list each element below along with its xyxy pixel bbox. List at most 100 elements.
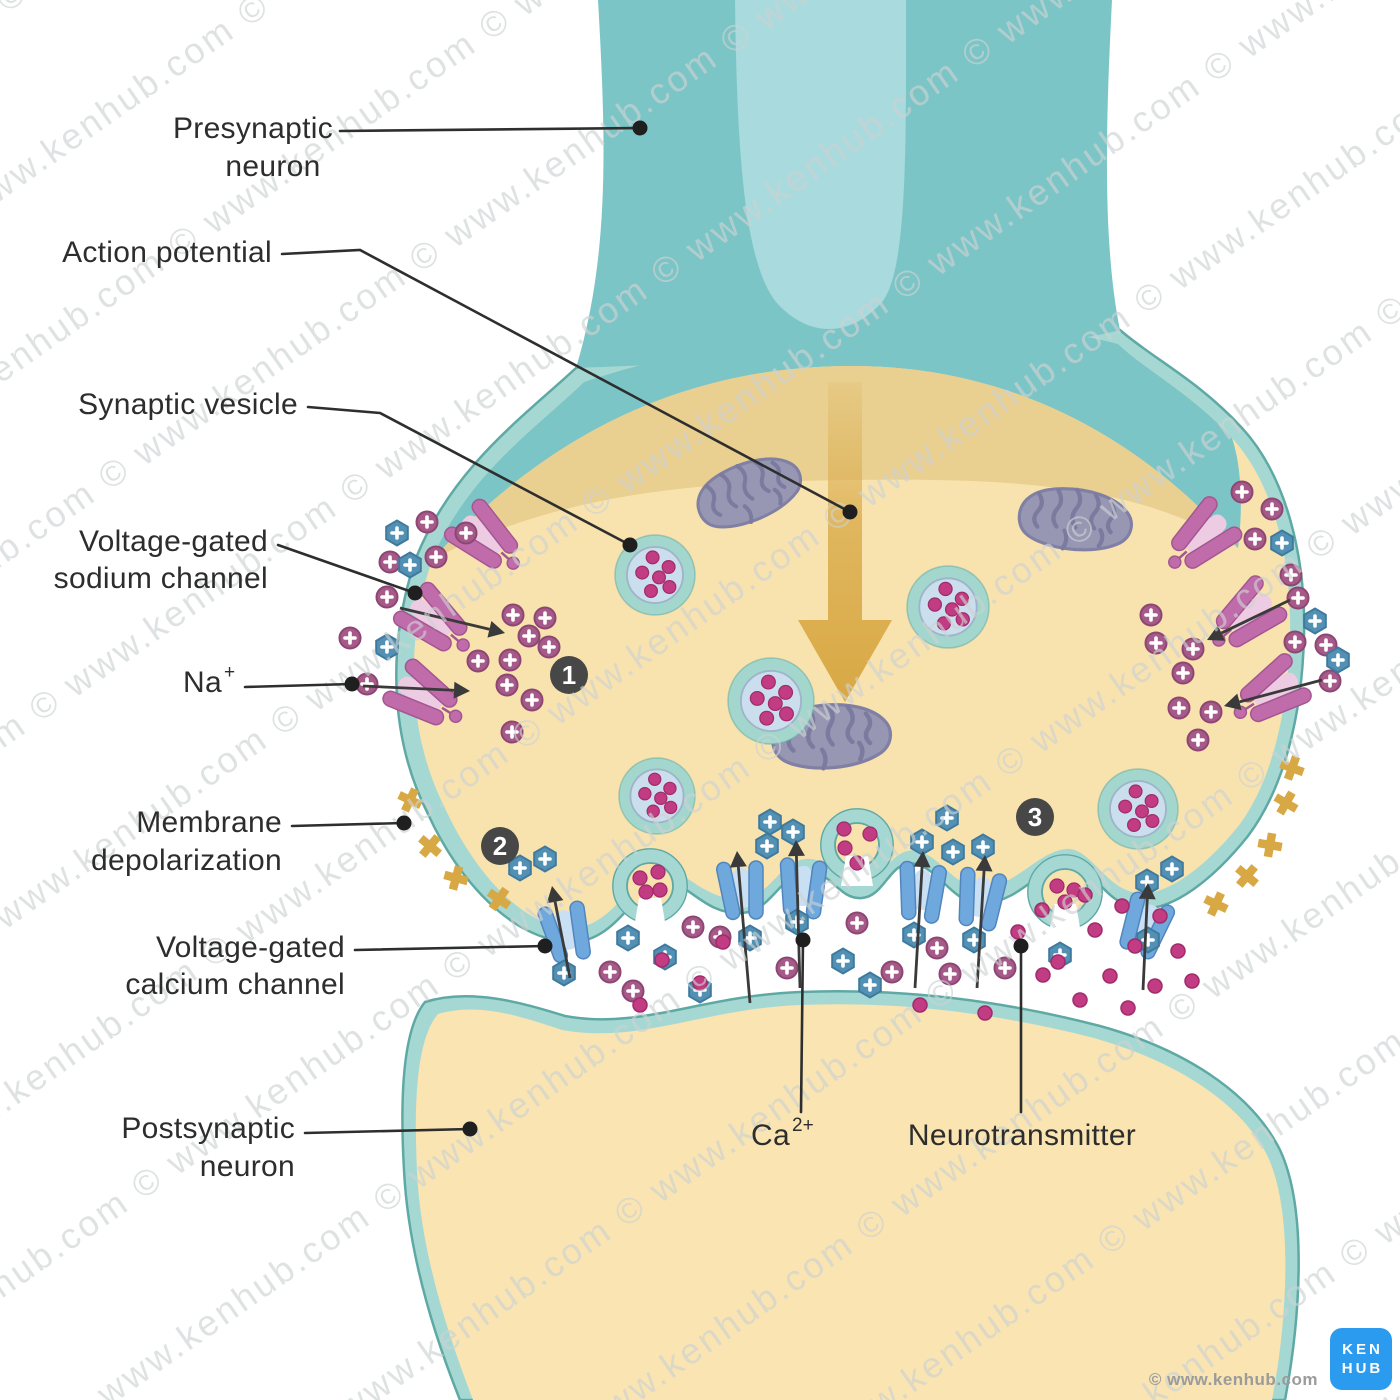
label-synaptic-vesicle: Synaptic vesicle: [78, 388, 298, 421]
sodium-ion-icon: [1139, 603, 1163, 627]
calcium-ion-icon: [533, 845, 557, 873]
neurotransmitter-dot: [1102, 968, 1118, 984]
sodium-ion-icon: [845, 911, 869, 935]
copyright-text: © www.kenhub.com: [1148, 1370, 1318, 1389]
sodium-ion-icon: [621, 979, 645, 1003]
depolarization-cross-icon: [397, 787, 423, 813]
leader-line-na: [243, 676, 360, 692]
depolarization-cross-icon: [443, 865, 469, 891]
sodium-ion-icon: [537, 635, 561, 659]
sodium-ion-icon: [1144, 631, 1168, 655]
neurotransmitter-dot: [1087, 922, 1103, 938]
depolarization-cross-icon: [1203, 891, 1229, 917]
calcium-ion-icon: [971, 833, 995, 861]
depolarization-cross-icon: [1273, 790, 1299, 816]
calcium-ion-icon: [941, 838, 965, 866]
ion-flow-arrow-icon: [913, 851, 931, 989]
mitochondrion: [696, 457, 803, 529]
synaptic-vesicle: [618, 757, 696, 835]
label-ca-sup: 2+: [792, 1115, 814, 1136]
sodium-ion-icon: [498, 648, 522, 672]
sodium-ion-icon: [1199, 700, 1223, 724]
leader-line-synaptic-vesicle: [306, 405, 638, 553]
sodium-ion-icon: [1260, 497, 1284, 521]
leaders-layer: [243, 120, 1029, 1137]
label-presynaptic-neuron-2: neuron: [225, 150, 320, 183]
calcium-ion-icon: [858, 971, 882, 999]
depolarization-cross-icon: [1257, 832, 1283, 858]
calcium-ion-icon: [758, 808, 782, 836]
sodium-ion-icon: [880, 960, 904, 984]
label-postsynaptic-neuron-2: neuron: [200, 1150, 295, 1183]
calcium-ion-icon: [1160, 855, 1184, 883]
fusing-vesicle-omega: [1027, 854, 1103, 934]
sodium-ion-icon: [424, 545, 448, 569]
leader-line-postsynaptic-neuron: [303, 1121, 478, 1137]
neurotransmitter-dot: [1184, 973, 1200, 989]
calcium-ion-icon: [935, 804, 959, 832]
sodium-ion-icon: [1286, 586, 1310, 610]
sodium-ion-icon: [501, 603, 525, 627]
leader-line-neurotransmitter: [1013, 938, 1029, 1114]
sodium-channel: [1168, 496, 1243, 569]
neurotransmitter-dot: [1120, 1000, 1136, 1016]
sodium-ion-icon: [500, 720, 524, 744]
sodium-ion-icon: [1181, 637, 1205, 661]
label-ca: Ca: [751, 1119, 790, 1152]
sodium-ion-icon: [454, 521, 478, 545]
neurotransmitter-dot: [1072, 992, 1088, 1008]
mitochondrion: [1017, 487, 1133, 552]
calcium-ion-icon: [616, 924, 640, 952]
label-neurotransmitter: Neurotransmitter: [908, 1119, 1136, 1152]
neurotransmitter-dot: [1114, 898, 1130, 914]
calcium-ion-icon: [1326, 646, 1350, 674]
fusing-vesicle-omega: [820, 808, 894, 886]
calcium-channels-layer: [537, 857, 1176, 964]
neurotransmitter-dot: [654, 952, 670, 968]
step-badge-3: 3: [1016, 798, 1054, 836]
sodium-ion-icon: [681, 915, 705, 939]
neurotransmitter-dot: [1127, 938, 1143, 954]
neurotransmitter-dot: [1170, 943, 1186, 959]
arrows-layer: [362, 598, 1323, 1004]
sodium-ion-icon: [925, 936, 949, 960]
sodium-channel: [382, 658, 463, 726]
sodium-ion-icon: [1283, 630, 1307, 654]
labels-layer: Presynaptic neuron Action potential Syna…: [54, 112, 1136, 1183]
calcium-channel: [899, 860, 948, 924]
depolarization-cross-icon: [1279, 755, 1305, 781]
sodium-ion-icon: [938, 962, 962, 986]
badges-layer: 123: [481, 656, 1054, 865]
ion-flow-arrow-icon: [729, 851, 752, 1004]
label-voltage-gated-calcium-channel-2: calcium channel: [125, 968, 345, 1001]
sodium-ion-icon: [1318, 669, 1342, 693]
leader-line-sodium-channel: [276, 543, 423, 601]
calcium-ion-icon: [1303, 607, 1327, 635]
sodium-ion-icon: [355, 672, 379, 696]
sodium-ion-icon: [415, 510, 439, 534]
leader-line-membrane-depolarization: [290, 815, 412, 831]
sodium-channel: [1233, 653, 1312, 723]
sodium-ion-icon: [1167, 696, 1191, 720]
synaptic-vesicle: [614, 534, 696, 616]
step-badge-2: 2: [481, 827, 519, 865]
neurotransmitter-dot: [1035, 967, 1051, 983]
calcium-ion-icon: [781, 818, 805, 846]
calcium-ion-icon: [755, 832, 779, 860]
neurotransmitter-dot: [1010, 924, 1026, 940]
ion-flow-arrow-icon: [1207, 598, 1291, 641]
leader-line-presynaptic-neuron: [338, 120, 648, 136]
sodium-ion-icon: [1243, 527, 1267, 551]
label-action-potential: Action potential: [62, 236, 272, 269]
calcium-ion-icon: [1270, 529, 1294, 557]
neurotransmitter-dot: [1034, 902, 1050, 918]
sodium-ion-icon: [775, 956, 799, 980]
sodium-ion-icon: [466, 649, 490, 673]
sodium-ion-icon: [517, 624, 541, 648]
synaptic-vesicle: [906, 565, 990, 649]
calcium-channel: [537, 900, 591, 964]
ion-flow-arrow-icon: [399, 606, 505, 638]
depolarization-cross-icon: [1235, 864, 1259, 888]
